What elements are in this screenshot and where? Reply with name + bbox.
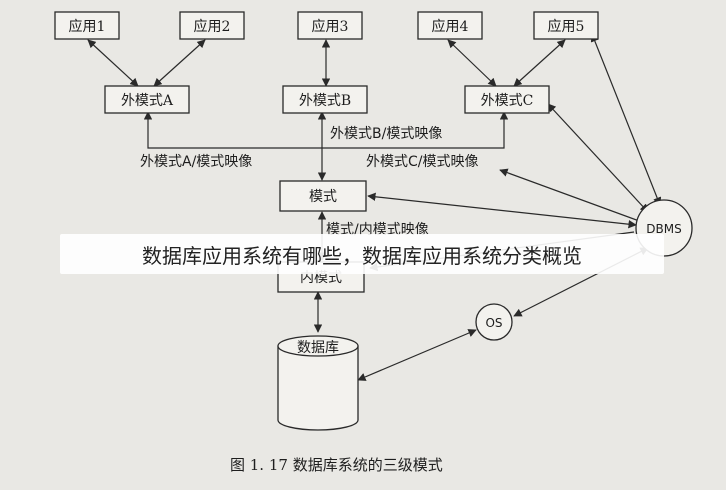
edge-extA-mapping [143,111,322,149]
node-external-b: 外模式B [282,85,368,114]
edge-dbms-extC [547,103,649,213]
edge-dbms-mappingC [499,168,643,223]
node-app4: 应用4 [417,11,483,40]
node-schema: 模式 [279,180,367,212]
node-app3: 应用3 [297,11,363,40]
extC-label: 外模式C [481,93,534,109]
node-app5: 应用5 [533,11,599,40]
node-database: 数据库 [277,335,359,431]
edge-app4-extC [447,39,497,87]
app3-label: 应用3 [312,18,349,35]
os-label: OS [485,316,502,330]
app4-label: 应用4 [432,18,469,35]
figure-caption: 图 1. 17 数据库系统的三级模式 [230,456,443,474]
schema-label: 模式 [309,189,337,205]
node-os: OS [475,303,513,341]
database-label: 数据库 [297,340,339,356]
edges [87,33,662,381]
node-app1: 应用1 [54,11,120,40]
mapping-c-label: 外模式C/模式映像 [366,154,479,170]
mapping-b-label: 外模式B/模式映像 [330,126,442,142]
edge-app2-extA [153,39,206,87]
app2-label: 应用2 [194,18,231,35]
mapping-a-label: 外模式A/模式映像 [140,154,252,170]
node-external-a: 外模式A [104,85,190,114]
node-external-c: 外模式C [464,85,550,114]
edge-app5-extC [513,39,566,87]
edge-os-database [357,329,477,381]
edge-extC-mapping [322,111,509,149]
edge-dbms-schema [367,192,637,229]
dbms-label: DBMS [646,222,681,236]
internal-label: 内模式 [300,270,342,286]
node-app2: 应用2 [179,11,245,40]
title-overlay: 数据库应用系统有哪些，数据库应用系统分类概览 [60,234,664,274]
edge-app1-extA [87,39,139,87]
extB-label: 外模式B [299,93,351,109]
app5-label: 应用5 [548,18,585,35]
app1-label: 应用1 [69,18,106,35]
edge-dbms-app5 [590,33,662,206]
extA-label: 外模式A [121,93,174,109]
